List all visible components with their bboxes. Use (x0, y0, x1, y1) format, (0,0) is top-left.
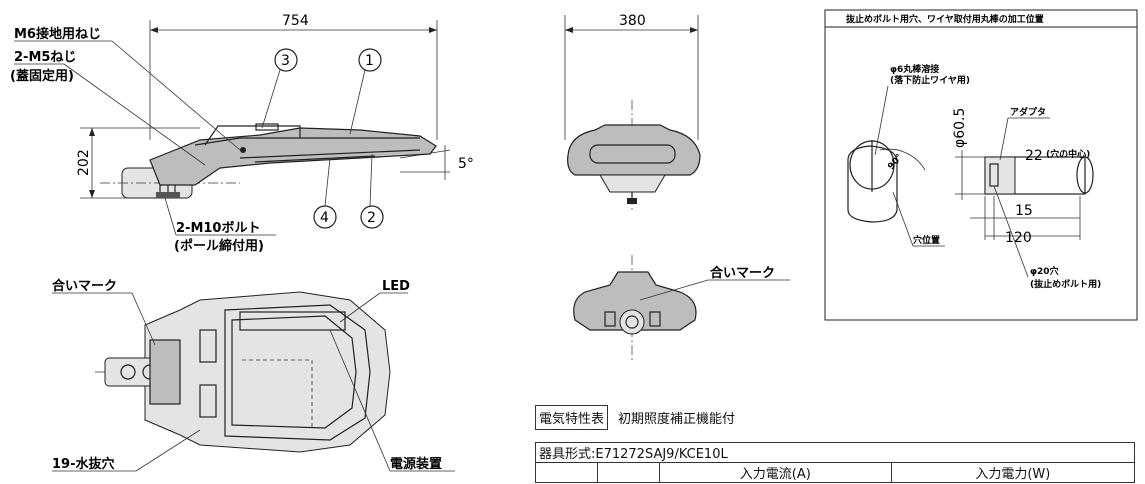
callout-3: 3 (281, 53, 290, 69)
dim-90deg: 90° (886, 152, 905, 171)
model-label: 器具形式:E71272SAJ9/KCE10L (535, 442, 1135, 463)
label-hole-position: 穴位置 (913, 234, 940, 246)
label-rod-note: (落下防止ワイヤ用) (890, 74, 970, 86)
table-cell (597, 462, 660, 483)
front-view-bottom: 合いマーク (573, 255, 790, 360)
elec-table: 器具形式:E71272SAJ9/KCE10L 入力電流(A) 入力電力(W) (535, 442, 1136, 483)
label-20-hole: φ20穴 (1030, 265, 1059, 277)
col-current: 入力電流(A) (659, 462, 892, 483)
label-drain-holes: 19-水抜穴 (52, 456, 115, 472)
dim-22-note: (穴の中心) (1046, 148, 1090, 160)
dim-202: 202 (76, 149, 92, 176)
front-view: 380 (564, 13, 701, 210)
label-led: LED (382, 279, 410, 294)
callout-1: 1 (365, 53, 374, 69)
label-power-unit: 電源装置 (390, 456, 442, 472)
label-align-mark-front: 合いマーク (710, 265, 775, 281)
callout-4: 4 (320, 210, 329, 226)
col-power: 入力電力(W) (890, 462, 1136, 483)
label-m10-bolt: 2-M10ボルト (176, 220, 260, 236)
label-align-mark-bottom: 合いマーク (52, 278, 117, 294)
bottom-view: 合いマーク LED 19-水抜穴 電源装置 (52, 278, 455, 472)
dim-diameter-60-5: φ60.5 (952, 108, 968, 148)
label-m5-screw: 2-M5ねじ (14, 50, 76, 65)
detail-box: 抜止めボルト用穴、ワイヤ取付用丸棒の加工位置 90° φ6丸棒溶接 (落下防止ワ… (824, 9, 1138, 321)
label-rod-weld: φ6丸棒溶接 (890, 63, 939, 75)
dim-120: 120 (1005, 230, 1032, 246)
label-adapter: アダプタ (1010, 106, 1046, 118)
elec-table-title: 電気特性表 (535, 404, 609, 430)
dim-5deg: 5° (458, 156, 474, 172)
side-view: 754 202 5° 3 1 4 2 (10, 13, 474, 254)
label-20-hole-note: (抜止めボルト用) (1030, 278, 1101, 290)
label-bolt-note: (ポール締付用) (174, 238, 264, 254)
label-m6-ground-screw: M6接地用ねじ (14, 26, 101, 42)
elec-table-note: 初期照度補正機能付 (618, 411, 736, 427)
dim-754: 754 (282, 13, 309, 29)
electrical-spec: 電気特性表 初期照度補正機能付 器具形式:E71272SAJ9/KCE10L 入… (535, 402, 1136, 483)
label-m5-note: (蓋固定用) (10, 68, 74, 84)
dim-380: 380 (619, 13, 646, 29)
detail-title: 抜止めボルト用穴、ワイヤ取付用丸棒の加工位置 (846, 13, 1044, 25)
callout-2: 2 (367, 210, 376, 226)
dim-15: 15 (1015, 203, 1033, 219)
table-cell (535, 462, 598, 483)
dim-22: 22 (1025, 148, 1043, 164)
